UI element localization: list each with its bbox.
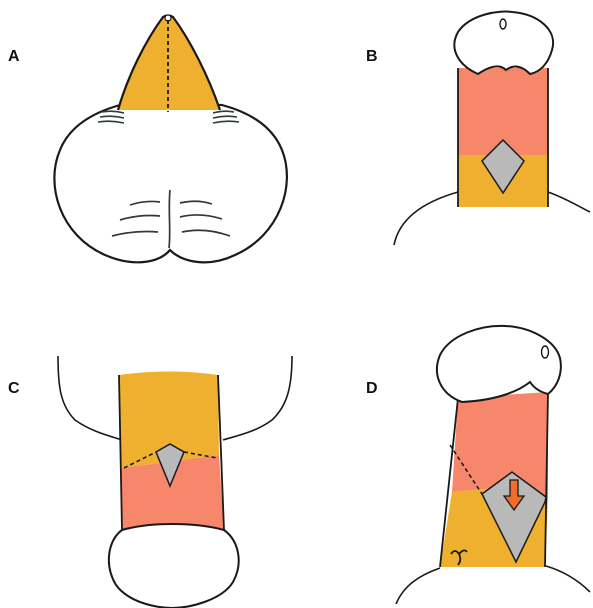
panel-a-drawing [54, 15, 287, 262]
panel-d-drawing [396, 326, 590, 604]
panel-b-meatus [500, 19, 506, 29]
panel-d-meatus [542, 346, 549, 358]
panel-a-scrotum [54, 105, 287, 262]
panel-a-flap [118, 16, 220, 111]
panel-d-body-left [396, 568, 440, 604]
panel-c-glans [109, 524, 239, 608]
panel-c-body-left [58, 356, 122, 440]
panel-c-body-right [223, 356, 292, 440]
panel-b-drawing [394, 12, 590, 245]
panel-d-body-right [546, 566, 590, 592]
panel-b-body-outline-right [548, 192, 590, 212]
panel-d-glans [437, 326, 561, 402]
panel-b-body-outline [394, 192, 458, 245]
panel-c-drawing [58, 356, 292, 608]
